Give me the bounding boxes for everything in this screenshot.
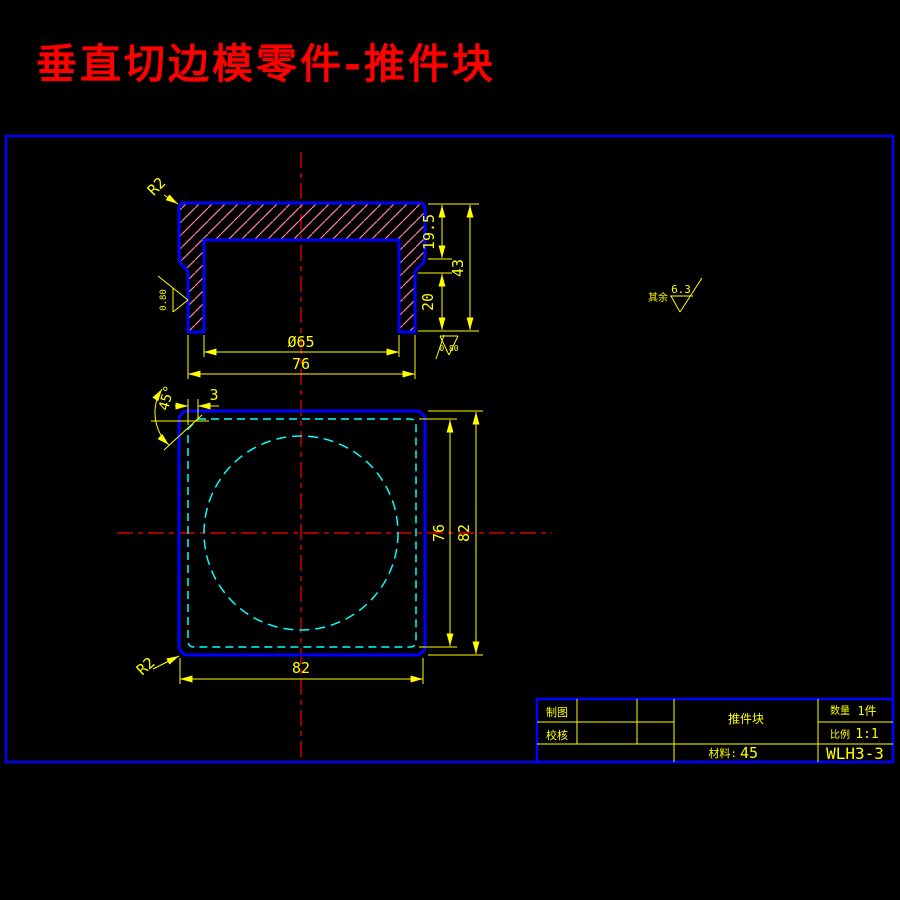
material-value: 45 [740, 744, 758, 762]
title-block-grid [537, 699, 893, 762]
roughness-note-prefix: 其余 [648, 291, 668, 304]
roughness-symbol-bottom [435, 334, 459, 360]
dim-height-lower: 20 [419, 293, 437, 311]
dim-depth-top: 19.5 [420, 214, 438, 250]
roughness-symbol-left [157, 275, 189, 313]
qty-value: 1件 [857, 704, 876, 718]
plan-bottom-dimension [152, 655, 424, 684]
section-dimension-lines [163, 194, 474, 378]
plan-chamfer-length: 3 [209, 386, 218, 404]
section-extension-lines [187, 203, 479, 379]
general-roughness-note: 其余 6.3 [648, 277, 703, 313]
roughness-note-symbol [670, 277, 703, 313]
plan-radius-label: R2 [133, 654, 158, 679]
plan-dim-inner-width: 76 [430, 524, 448, 542]
part-name: 推件块 [728, 712, 764, 726]
title-block-border [535, 697, 895, 764]
plan-chamfer-dimension [151, 388, 219, 451]
plan-dim-outer-width: 82 [292, 659, 310, 677]
drafter-label: 制图 [546, 706, 568, 719]
drawing-title: 垂直切边模零件-推件块 [36, 40, 497, 88]
plan-bore-circle-hidden [203, 435, 399, 631]
plan-view: 45° 3 76 82 82 R2 [133, 384, 483, 684]
plan-right-dimensions [419, 410, 483, 656]
title-block: 制图 校核 推件块 材料: 45 数量 1件 比例 1:1 WLH3-3 [535, 697, 895, 764]
roughness-bottom-value: 0.80 [439, 344, 458, 353]
checker-label: 校核 [546, 728, 568, 742]
drawing-frame [4, 134, 895, 764]
dim-width-bottom: 76 [292, 355, 310, 373]
roughness-note-value: 6.3 [671, 283, 691, 296]
scale-value: 1:1 [855, 727, 878, 742]
plan-inner-square-hidden [187, 418, 417, 648]
plan-chamfer-angle: 45° [156, 384, 178, 413]
dim-inner-diameter: Ø65 [287, 333, 314, 351]
material-label: 材料: [708, 746, 737, 760]
dim-height-total: 43 [449, 259, 467, 277]
plan-outer-square [177, 409, 427, 657]
centerlines [117, 152, 552, 760]
qty-label: 数量 [830, 704, 850, 717]
section-outline-hatched [177, 201, 427, 334]
frame-rect [4, 134, 895, 764]
plan-dim-outer-height: 82 [455, 524, 473, 542]
roughness-left-value: 0.80 [159, 289, 169, 311]
drawing-number: WLH3-3 [826, 744, 884, 763]
scale-label: 比例 [830, 728, 850, 741]
section-view: Ø65 76 19.5 20 43 R2 0.80 0.80 [144, 174, 479, 379]
